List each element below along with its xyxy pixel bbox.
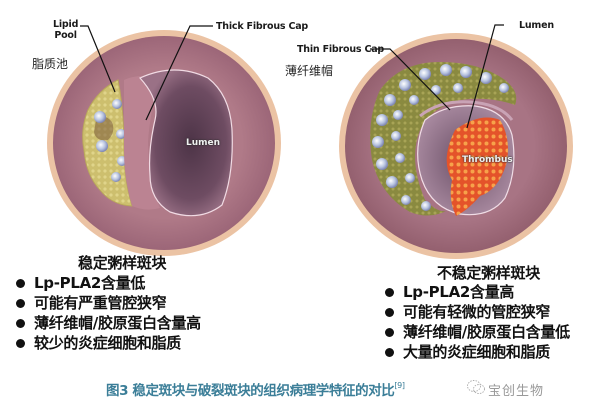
bullet-dot-icon (385, 288, 394, 297)
unstable-plaque-bullets: Lp-PLA2含量高 可能有轻微的管腔狭窄 薄纤维帽/胶原蛋白含量低 大量的炎症… (383, 282, 570, 362)
lumen-left (139, 69, 233, 217)
thin-fibrous-cap-label: Thin Fibrous Cap (297, 44, 385, 55)
bullet-dot-icon (385, 348, 394, 357)
bullet-item: Lp-PLA2含量低 (14, 273, 201, 293)
bullet-dot-icon (16, 339, 25, 348)
lipid-pool-label-cn: 脂质池 (32, 57, 69, 71)
bullet-dot-icon (16, 299, 25, 308)
wechat-icon (467, 380, 485, 394)
unstable-plaque-heading: 不稳定粥样斑块 (437, 264, 540, 282)
bullet-item: Lp-PLA2含量高 (383, 282, 570, 302)
stable-plaque-heading: 稳定粥样斑块 (78, 254, 167, 272)
bullet-dot-icon (385, 308, 394, 317)
stable-plaque-vessel (47, 30, 281, 256)
bullet-dot-icon (16, 279, 25, 288)
lipid-pool-label: Lipid Pool (53, 19, 78, 41)
bullet-item: 较少的炎症细胞和脂质 (14, 333, 201, 353)
bullet-item: 可能有轻微的管腔狭窄 (383, 302, 570, 322)
bullet-item: 大量的炎症细胞和脂质 (383, 342, 570, 362)
bullet-dot-icon (385, 328, 394, 337)
bullet-dot-icon (16, 319, 25, 328)
stable-plaque-bullets: Lp-PLA2含量低 可能有严重管腔狭窄 薄纤维帽/胶原蛋白含量高 较少的炎症细… (14, 273, 201, 353)
watermark-text: 宝创生物 (488, 384, 545, 399)
leader-lines (80, 24, 504, 129)
thrombus-label: Thrombus (462, 155, 513, 165)
figure-caption: 图3 稳定斑块与破裂斑块的组织病理学特征的对比[9] (106, 381, 405, 399)
unstable-plaque-vessel (339, 33, 573, 259)
lipid-pool-label-line2: Pool (54, 30, 77, 41)
inflammatory-cells (372, 64, 509, 211)
bullet-item: 可能有严重管腔狭窄 (14, 293, 201, 313)
bullet-item: 薄纤维帽/胶原蛋白含量低 (383, 322, 570, 342)
lipid-pool-label-line1: Lipid (53, 19, 79, 30)
bullet-item: 薄纤维帽/胶原蛋白含量高 (14, 313, 201, 333)
thrombus (446, 117, 508, 216)
thick-fibrous-cap-label: Thick Fibrous Cap (216, 21, 309, 32)
citation-ref: [9] (394, 381, 405, 390)
thin-fibrous-cap-label-cn: 薄纤维帽 (285, 64, 334, 78)
lumen-label-left: Lumen (186, 138, 221, 148)
lumen-label-right: Lumen (519, 20, 554, 31)
